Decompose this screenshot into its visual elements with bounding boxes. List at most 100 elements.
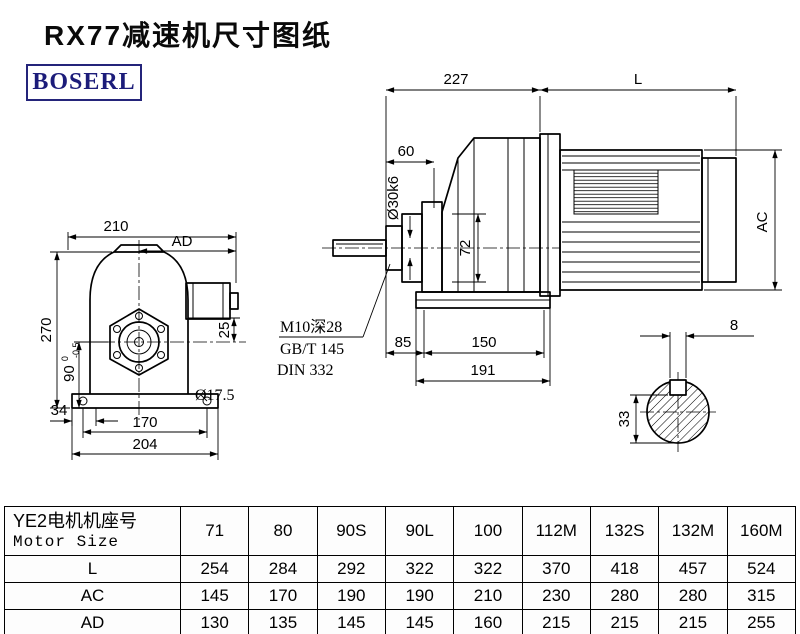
bolt-hole bbox=[157, 351, 165, 359]
row-label: L bbox=[4, 555, 181, 583]
table-cell: 254 bbox=[179, 555, 250, 583]
gear-case bbox=[441, 137, 541, 293]
dim-204-label: 204 bbox=[132, 436, 157, 453]
side-view: 227 L 60 Ø30k6 72 bbox=[277, 71, 782, 386]
table-cell: 215 bbox=[521, 609, 591, 634]
table-cell: 322 bbox=[384, 555, 455, 583]
dim-170: 170 bbox=[82, 408, 208, 438]
dim-85: 85 bbox=[386, 310, 425, 358]
dim-90-label: 90 bbox=[61, 365, 78, 382]
cable-gland bbox=[229, 292, 239, 310]
dim-191-label: 191 bbox=[470, 362, 495, 379]
col-header: 71 bbox=[179, 506, 250, 556]
note-tap-label: M10深28 bbox=[280, 318, 342, 336]
table-cell: 170 bbox=[248, 582, 318, 610]
table-cell: 215 bbox=[589, 609, 660, 634]
dim-34-label: 34 bbox=[51, 402, 68, 419]
boserl-logo: BOSERL bbox=[26, 64, 142, 101]
row-label: AD bbox=[4, 609, 181, 634]
dim-204: 204 bbox=[71, 408, 219, 460]
housing-step bbox=[421, 201, 443, 293]
dim-hole-label: Ø17.5 bbox=[195, 387, 235, 404]
dim-90-tol-upper: 0 bbox=[60, 356, 70, 361]
col-header: 160M bbox=[726, 506, 797, 556]
base-plate bbox=[71, 393, 219, 409]
col-header: 132S bbox=[589, 506, 660, 556]
dim-270: 270 bbox=[38, 251, 112, 409]
dim-150-label: 150 bbox=[471, 334, 496, 351]
dim-shaft-label: Ø30k6 bbox=[385, 176, 402, 220]
dim-60: 60 bbox=[386, 143, 435, 208]
dim-90-tol: 90 0 -0.5 bbox=[55, 341, 108, 408]
table-cell: 230 bbox=[521, 582, 591, 610]
dim-85-label: 85 bbox=[395, 334, 412, 351]
dim-l: L bbox=[540, 71, 737, 156]
dim-191: 191 bbox=[415, 308, 551, 386]
dim-key-depth-label: 33 bbox=[616, 411, 633, 428]
tap-hole-note: M10深28 GB/T 145 DIN 332 bbox=[277, 263, 391, 379]
dim-210-label: 210 bbox=[103, 218, 128, 235]
table-cell: 255 bbox=[726, 609, 797, 634]
dim-270-label: 270 bbox=[38, 317, 55, 342]
dim-key-depth: 33 bbox=[616, 394, 678, 444]
boserl-logo-text: BOSERL bbox=[32, 69, 136, 95]
dim-210: 210 bbox=[67, 218, 237, 283]
table-cell: 190 bbox=[384, 582, 455, 610]
motor-flange bbox=[539, 133, 561, 297]
table-cell: 284 bbox=[248, 555, 318, 583]
dim-25-label: 25 bbox=[216, 322, 233, 339]
dim-l-label: L bbox=[634, 71, 642, 88]
table-cell: 457 bbox=[658, 555, 728, 583]
col-header: 112M bbox=[521, 506, 591, 556]
table-cell: 418 bbox=[589, 555, 660, 583]
dim-227: 227 bbox=[385, 71, 541, 358]
dim-key-width: 8 bbox=[640, 317, 754, 378]
table-row-AC: AC 145 170 190 190 210 230 280 280 315 bbox=[4, 582, 797, 610]
shaft-section-view: 8 33 bbox=[616, 317, 754, 452]
col-header: 90S bbox=[316, 506, 386, 556]
col-header: 100 bbox=[453, 506, 523, 556]
dim-foot-hole: Ø17.5 bbox=[195, 387, 235, 404]
table-cell: 524 bbox=[726, 555, 797, 583]
fan-cowl bbox=[701, 157, 737, 283]
bolt-hole bbox=[113, 351, 121, 359]
table-cell: 210 bbox=[453, 582, 523, 610]
dimension-table: YE2电机机座号 Motor Size 71 80 90S 90L 100 11… bbox=[4, 506, 797, 634]
table-cell: 280 bbox=[658, 582, 728, 610]
bolt-hole bbox=[157, 325, 165, 333]
dim-72: 72 bbox=[452, 213, 486, 283]
table-cell: 322 bbox=[453, 555, 523, 583]
table-cell: 190 bbox=[316, 582, 386, 610]
table-cell: 145 bbox=[384, 609, 455, 634]
dim-227-label: 227 bbox=[443, 71, 468, 88]
technical-drawing: 210 AD 270 90 0 -0.5 bbox=[38, 71, 782, 460]
side-view-outline bbox=[322, 133, 737, 309]
dim-25: 25 bbox=[188, 317, 240, 342]
bolt-hole bbox=[113, 325, 121, 333]
motor-size-header-cell: YE2电机机座号 Motor Size bbox=[4, 506, 181, 556]
svg-text:90 0 -0.5: 90 0 -0.5 bbox=[55, 342, 81, 382]
motor-stator-block bbox=[573, 169, 659, 215]
foot-hole bbox=[202, 396, 212, 406]
dim-key-width-label: 8 bbox=[730, 317, 738, 334]
dim-150: 150 bbox=[424, 310, 545, 358]
foot-hole bbox=[78, 396, 88, 406]
col-header: 132M bbox=[658, 506, 728, 556]
header-en: Motor Size bbox=[13, 533, 120, 551]
dim-170-label: 170 bbox=[132, 414, 157, 431]
table-cell: 370 bbox=[521, 555, 591, 583]
front-view: 210 AD 270 90 0 -0.5 bbox=[38, 218, 246, 460]
table-cell: 292 bbox=[316, 555, 386, 583]
dim-ad-label: AD bbox=[172, 233, 193, 250]
note-gb-label: GB/T 145 bbox=[280, 341, 344, 358]
page-title: RX77减速机尺寸图纸 bbox=[44, 20, 333, 51]
row-label: AC bbox=[4, 582, 181, 610]
dim-ac-label: AC bbox=[754, 211, 771, 232]
dim-90-tol-lower: -0.5 bbox=[71, 342, 81, 358]
dim-ac: AC bbox=[704, 149, 782, 291]
dim-34: 34 bbox=[50, 402, 118, 426]
table-cell: 145 bbox=[179, 582, 250, 610]
table-cell: 215 bbox=[658, 609, 728, 634]
table-header-row: YE2电机机座号 Motor Size 71 80 90S 90L 100 11… bbox=[4, 506, 797, 556]
